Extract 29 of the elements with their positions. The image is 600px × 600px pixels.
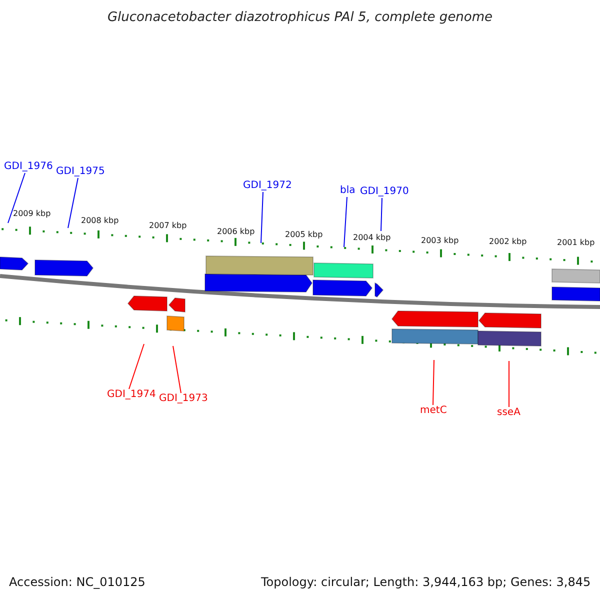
leader-line xyxy=(128,344,144,390)
scale-label: 2001 kbp xyxy=(557,238,595,248)
gene-label: GDI_1970 xyxy=(360,186,409,198)
scale-label: 2007 kbp xyxy=(149,221,187,231)
scale-label: 2005 kbp xyxy=(285,230,323,240)
scale-label: 2006 kbp xyxy=(217,227,255,237)
leader-line xyxy=(68,178,78,228)
accession-text: Accession: NC_010125 xyxy=(9,575,146,590)
leader-line xyxy=(508,360,510,408)
leader-line xyxy=(260,192,264,244)
scale-label: 2004 kbp xyxy=(353,233,391,243)
gene-label: GDI_1975 xyxy=(56,166,105,178)
scale-label: 2002 kbp xyxy=(489,237,527,247)
leader-line xyxy=(172,346,182,394)
scale-label: 2009 kbp xyxy=(13,209,51,219)
leader-line xyxy=(380,198,382,232)
gene-label: sseA xyxy=(497,407,520,419)
gene-label: GDI_1973 xyxy=(159,393,208,405)
gene-label: GDI_1974 xyxy=(107,389,156,401)
leader-line xyxy=(432,360,434,406)
leader-line xyxy=(8,172,26,224)
scale-label: 2003 kbp xyxy=(421,236,459,246)
gene-label: bla xyxy=(340,185,356,197)
gene-label: metC xyxy=(420,405,447,417)
title: Gluconacetobacter diazotrophicus PAl 5, complete genome xyxy=(106,10,494,26)
genome-stats-text: Topology: circular; Length: 3,944,163 bp; Genes: 3,845 xyxy=(261,575,591,590)
leader-line xyxy=(344,196,348,248)
gene-label: GDI_1976 xyxy=(4,161,53,173)
gene-label: GDI_1972 xyxy=(243,180,292,192)
